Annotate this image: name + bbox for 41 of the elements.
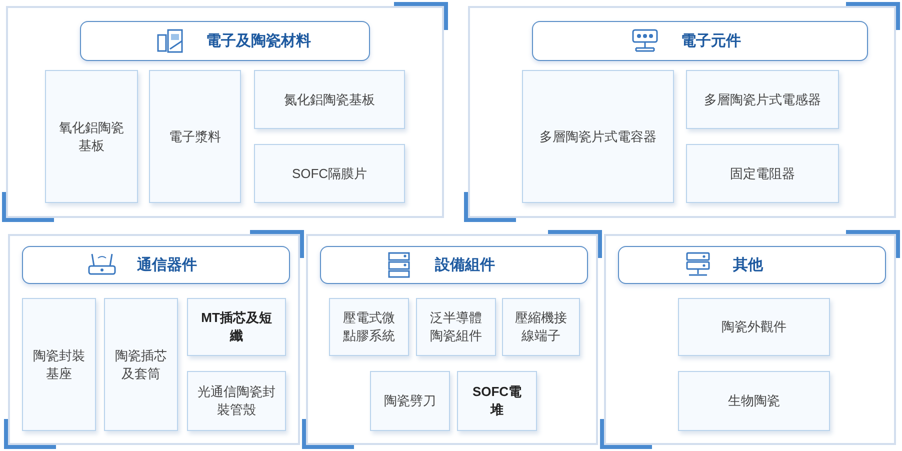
- item-label: MT插芯及短纖: [200, 309, 273, 345]
- item-label: 陶瓷封裝基座: [32, 346, 86, 382]
- item-label: 陶瓷劈刀: [383, 392, 437, 410]
- item-label: 壓電式微點膠系統: [342, 309, 396, 345]
- item-card: [22, 298, 96, 431]
- item-label: 泛半導體陶瓷組件: [429, 309, 483, 345]
- panel-title: 通信器件: [137, 256, 197, 274]
- panel-title: 電子元件: [681, 32, 741, 50]
- item-card: [522, 70, 674, 203]
- panel-title: 其他: [733, 256, 763, 274]
- item-card: [678, 371, 830, 431]
- item-card: [686, 144, 839, 203]
- item-card: [254, 70, 405, 129]
- item-card: [686, 70, 839, 129]
- item-label: 陶瓷插芯及套筒: [114, 346, 168, 382]
- item-label: SOFC隔膜片: [290, 164, 368, 182]
- item-card: [187, 371, 286, 431]
- item-label: 陶瓷外觀件: [720, 318, 788, 336]
- panel-title: 設備組件: [435, 256, 495, 274]
- item-label: 光通信陶瓷封裝管殼: [196, 383, 276, 419]
- item-card: [254, 144, 405, 203]
- item-label: SOFC電堆: [471, 383, 523, 419]
- item-label: 氮化鋁陶瓷基板: [283, 90, 376, 108]
- item-card: [416, 298, 496, 356]
- item-card: [370, 371, 450, 431]
- item-card: [502, 298, 580, 356]
- item-card: [45, 70, 138, 203]
- item-card: [187, 298, 286, 356]
- item-label: 多層陶瓷片式電容器: [538, 128, 658, 146]
- item-label: 氧化鋁陶瓷基板: [58, 118, 125, 154]
- item-label: 固定電阻器: [729, 164, 796, 182]
- item-label: 電子漿料: [168, 128, 222, 146]
- item-label: 生物陶瓷: [727, 392, 781, 410]
- item-card: [457, 371, 537, 431]
- item-card: [329, 298, 409, 356]
- item-card: [678, 298, 830, 356]
- item-card: [149, 70, 241, 203]
- panel-title: 電子及陶瓷材料: [206, 32, 311, 50]
- item-card: [104, 298, 178, 431]
- item-label: 多層陶瓷片式電感器: [703, 90, 822, 108]
- item-label: 壓縮機接線端子: [514, 309, 568, 345]
